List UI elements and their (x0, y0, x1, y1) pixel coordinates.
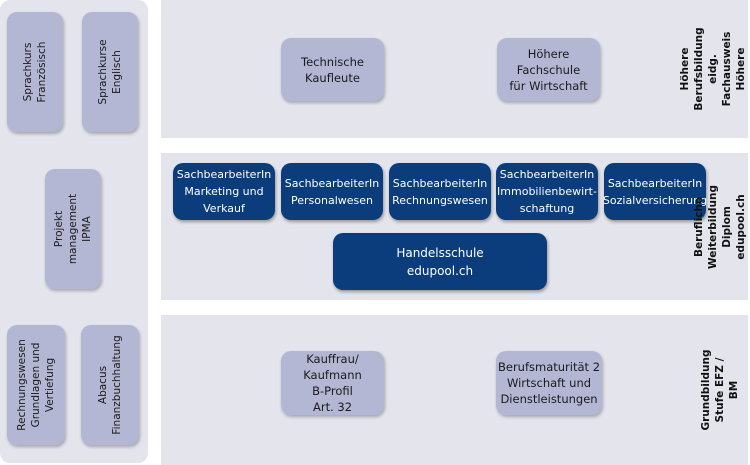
rechnungswesen-box[interactable]: Rechnungswesen Grundlagen und Vertiefung (7, 325, 65, 445)
sprachkurse-englisch-label: Sprachkurse Englisch (97, 39, 123, 105)
abacus-label: Abacus Finanzbuchhaltung (97, 335, 123, 435)
sprachkurs-franzoesisch-box[interactable]: Sprachkurs Französisch (7, 12, 63, 132)
course-immobilienbewirtschaftung[interactable]: SachbearbeiterIn Immobilienbewirt- schaf… (496, 163, 598, 220)
kauffrau-kaufmann-box[interactable]: Kauffrau/ Kaufmann B-Profil Art. 32 (281, 351, 384, 415)
sprachkurse-englisch-box[interactable]: Sprachkurse Englisch (82, 12, 138, 132)
course-personalwesen[interactable]: SachbearbeiterIn Personalwesen (281, 163, 383, 220)
course-marketing-verkauf[interactable]: SachbearbeiterIn Marketing und Verkauf (173, 163, 275, 220)
grundbildung-side: Grundbildung Stufe EFZ / BM (700, 315, 740, 465)
projektmanagement-label: Projekt management IPMA (53, 193, 93, 265)
sprachkurs-franzoesisch-label: Sprachkurs Französisch (22, 41, 48, 103)
technische-kaufleute-box[interactable]: Technische Kaufleute (281, 38, 384, 101)
hoehere-fachschule-box[interactable]: Höhere Fachschule für Wirtschaft (497, 38, 600, 101)
hoehere-berufsbildung-label: Höhere Berufsbildung eidg. Fachausweis H… (679, 27, 750, 111)
handelsschule-box[interactable]: Handelsschule edupool.ch (333, 233, 547, 290)
hoehere-berufsbildung-band (161, 0, 748, 138)
berufsmaturitaet-box[interactable]: Berufsmaturität 2 Wirtschaft und Dienstl… (496, 351, 602, 415)
grundbildung-band (161, 315, 748, 465)
left-column-panel: Sprachkurs Französisch Sprachkurse Engli… (0, 0, 148, 463)
grundbildung-label: Grundbildung Stufe EFZ / BM (700, 349, 740, 431)
berufliche-weiterbildung-side: Berufliche Weiterbildung Diplom edupool.… (693, 153, 747, 300)
projektmanagement-box[interactable]: Projekt management IPMA (45, 169, 101, 289)
rechnungswesen-label: Rechnungswesen Grundlagen und Vertiefung (16, 339, 56, 431)
berufliche-weiterbildung-label: Berufliche Weiterbildung Diplom edupool.… (693, 184, 747, 269)
course-rechnungswesen[interactable]: SachbearbeiterIn Rechnungswesen (389, 163, 491, 220)
hoehere-berufsbildung-side: Höhere Berufsbildung eidg. Fachausweis H… (679, 0, 750, 138)
course-sozialversicherung[interactable]: SachbearbeiterIn Sozialversicherung (603, 163, 707, 220)
abacus-box[interactable]: Abacus Finanzbuchhaltung (81, 325, 139, 445)
